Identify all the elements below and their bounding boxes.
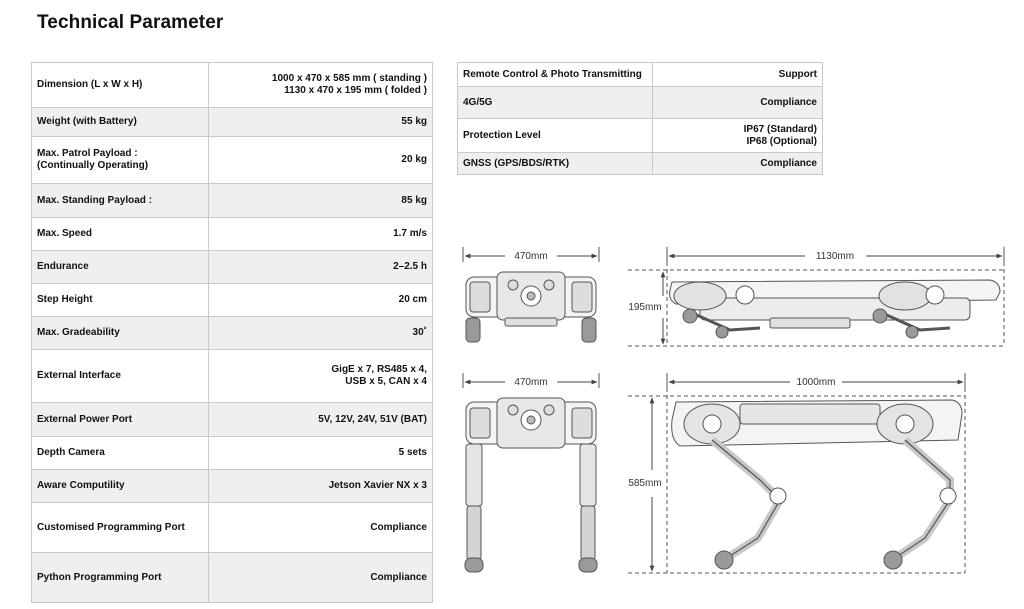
dimension-label: 585mm — [628, 478, 661, 489]
spec-value: Compliance — [652, 152, 823, 175]
spec-value: 1000 x 470 x 585 mm ( standing ) 1130 x … — [208, 62, 433, 108]
page-title: Technical Parameter — [37, 12, 224, 33]
spec-table-right: Remote Control & Photo Transmitting Supp… — [457, 62, 823, 175]
spec-key: Step Height — [31, 283, 209, 317]
table-row: Step Height 20 cm — [31, 283, 433, 317]
table-row: External Interface GigE x 7, RS485 x 4, … — [31, 349, 433, 403]
table-row: Depth Camera 5 sets — [31, 436, 433, 470]
spec-value: 55 kg — [208, 107, 433, 137]
spec-key: Protection Level — [457, 118, 653, 153]
table-row: Endurance 2–2.5 h — [31, 250, 433, 284]
dimension-label: 1000mm — [797, 377, 836, 388]
spec-key: Python Programming Port — [31, 552, 209, 603]
spec-value: 2–2.5 h — [208, 250, 433, 284]
table-row: External Power Port 5V, 12V, 24V, 51V (B… — [31, 402, 433, 437]
spec-value: 30˚ — [208, 316, 433, 350]
folded-front-view: 470mm — [462, 247, 600, 343]
spec-value: 85 kg — [208, 183, 433, 218]
spec-key: Endurance — [31, 250, 209, 284]
dimension-label: 470mm — [514, 251, 547, 262]
spec-table-left: Dimension (L x W x H) 1000 x 470 x 585 m… — [31, 62, 433, 603]
spec-value: Compliance — [208, 552, 433, 603]
spec-key: 4G/5G — [457, 86, 653, 119]
robot-standing-front-icon — [464, 397, 598, 573]
spec-key: Weight (with Battery) — [31, 107, 209, 137]
dimension-label: 195mm — [628, 302, 661, 313]
robot-folded-front-icon — [465, 271, 597, 343]
table-row: 4G/5G Compliance — [457, 86, 823, 119]
folded-side-view: 1130mm 195mm — [628, 247, 1005, 347]
table-row: Python Programming Port Compliance — [31, 552, 433, 603]
table-row: Max. Patrol Payload : (Continually Opera… — [31, 136, 433, 184]
spec-key: Max. Gradeability — [31, 316, 209, 350]
robot-folded-side-icon — [669, 279, 1001, 339]
table-row: Max. Standing Payload : 85 kg — [31, 183, 433, 218]
table-row: Max. Gradeability 30˚ — [31, 316, 433, 350]
robot-standing-side-icon — [671, 399, 963, 570]
standing-front-view: 470mm — [462, 373, 600, 573]
table-row: Weight (with Battery) 55 kg — [31, 107, 433, 137]
spec-value: Compliance — [208, 502, 433, 553]
spec-key: Customised Programming Port — [31, 502, 209, 553]
spec-value: 5 sets — [208, 436, 433, 470]
table-row: Aware Computility Jetson Xavier NX x 3 — [31, 469, 433, 503]
spec-key: Aware Computility — [31, 469, 209, 503]
spec-value: 20 cm — [208, 283, 433, 317]
spec-key: External Interface — [31, 349, 209, 403]
spec-value: Jetson Xavier NX x 3 — [208, 469, 433, 503]
spec-value: GigE x 7, RS485 x 4, USB x 5, CAN x 4 — [208, 349, 433, 403]
spec-value: Compliance — [652, 86, 823, 119]
spec-key: Dimension (L x W x H) — [31, 62, 209, 108]
table-row: Customised Programming Port Compliance — [31, 502, 433, 553]
spec-key: Max. Patrol Payload : (Continually Opera… — [31, 136, 209, 184]
spec-key: External Power Port — [31, 402, 209, 437]
standing-side-view: 1000mm 585mm — [628, 373, 966, 574]
spec-value: 5V, 12V, 24V, 51V (BAT) — [208, 402, 433, 437]
table-row: Dimension (L x W x H) 1000 x 470 x 585 m… — [31, 62, 433, 108]
table-row: GNSS (GPS/BDS/RTK) Compliance — [457, 152, 823, 175]
dimension-label: 1130mm — [816, 251, 854, 262]
spec-key: GNSS (GPS/BDS/RTK) — [457, 152, 653, 175]
spec-key: Max. Standing Payload : — [31, 183, 209, 218]
dimension-label: 470mm — [514, 377, 547, 388]
